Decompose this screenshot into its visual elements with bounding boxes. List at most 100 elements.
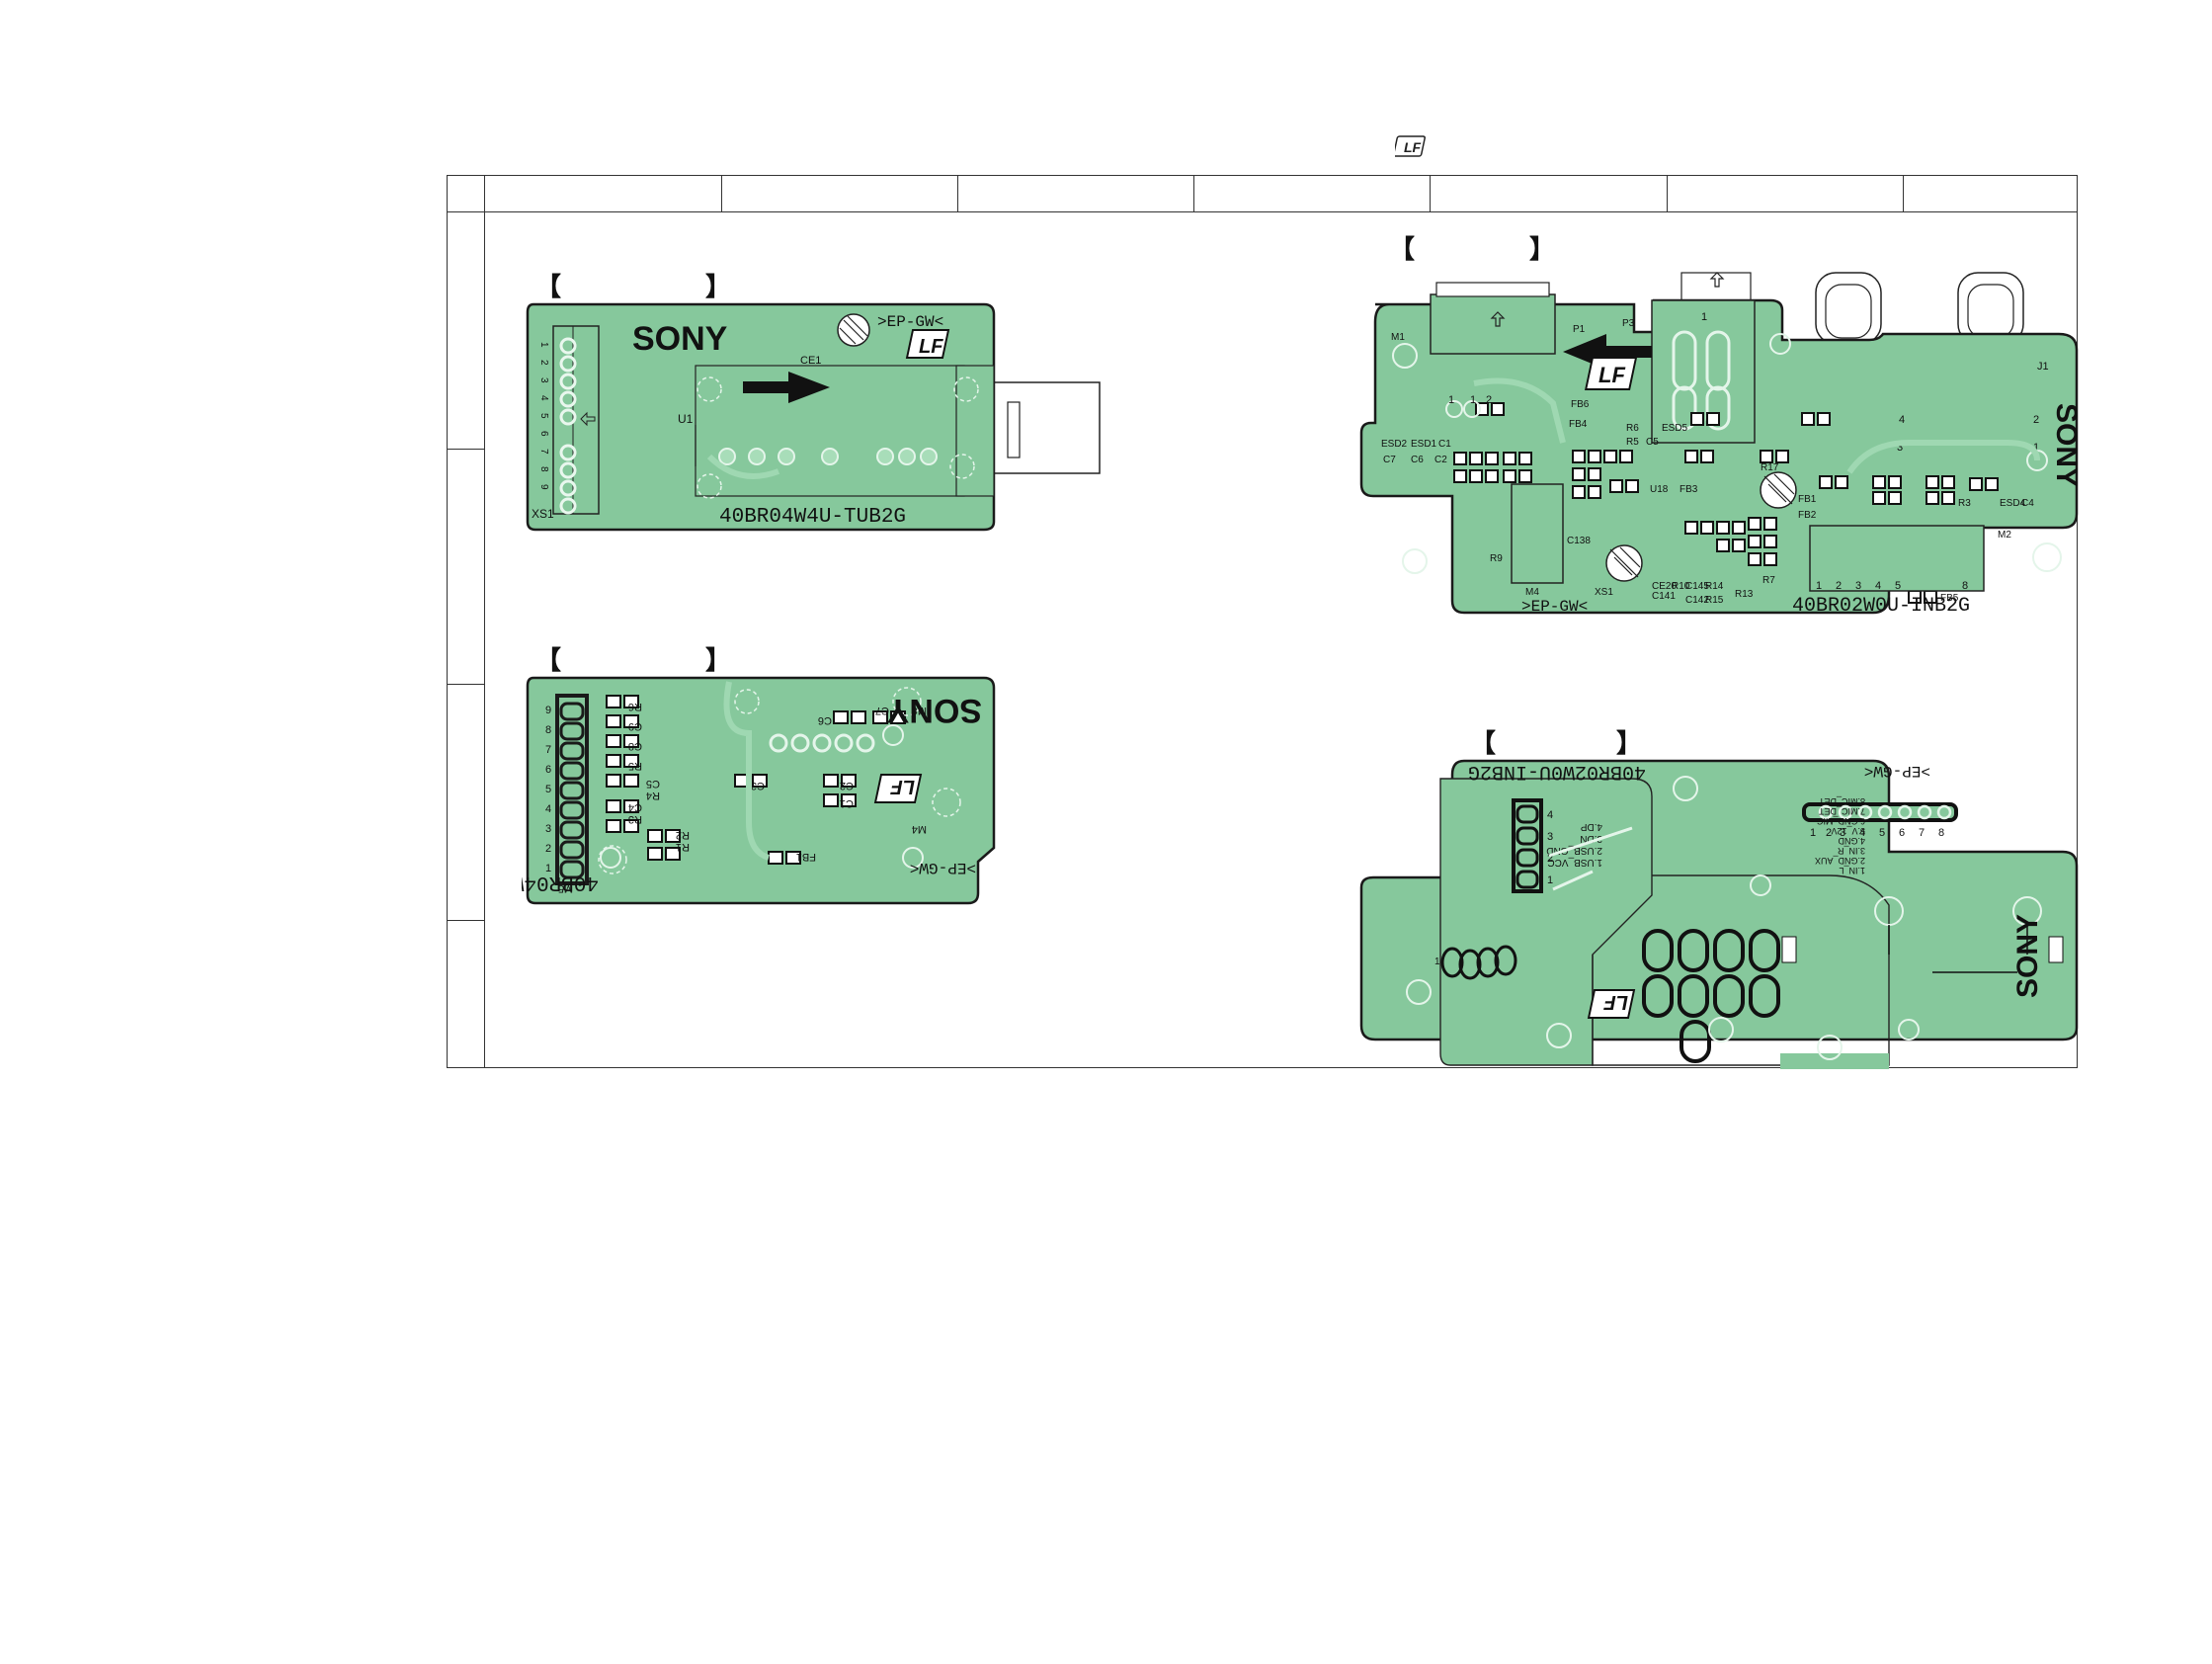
svg-text:R3: R3	[1958, 498, 1971, 509]
svg-text:C8: C8	[628, 740, 642, 752]
svg-text:1: 1	[1810, 827, 1816, 839]
svg-text:CE20: CE20	[1652, 581, 1677, 592]
column-divider	[1667, 176, 1668, 211]
part-number: 40BR04W4U-TUB2G	[719, 506, 906, 529]
svg-text:2: 2	[538, 360, 549, 366]
pcb-outline	[526, 302, 996, 532]
svg-text:R9: R9	[1490, 553, 1503, 564]
svg-text:3: 3	[1547, 831, 1553, 843]
pcb-board-inb-top: LF SONY 4 3 2 1 J1	[1359, 272, 2083, 618]
sony-logo-text: SONY	[886, 692, 982, 729]
svg-text:M4: M4	[1525, 587, 1539, 598]
svg-text:1: 1	[545, 863, 551, 874]
svg-text:FB3: FB3	[1679, 484, 1698, 495]
row-divider	[448, 449, 484, 450]
svg-text:4: 4	[1547, 809, 1553, 821]
board-title-bracket-right: 】	[705, 273, 732, 302]
svg-text:ESD1: ESD1	[1411, 439, 1437, 450]
svg-text:7: 7	[545, 744, 551, 756]
svg-text:ESD4: ESD4	[2000, 498, 2026, 509]
ep-gw-code: >EP-GW<	[877, 313, 943, 331]
svg-text:LF: LF	[1598, 363, 1625, 387]
svg-text:FB4: FB4	[1569, 419, 1588, 430]
insert-arrow-icon	[743, 372, 830, 403]
svg-text:1: 1	[1547, 874, 1553, 886]
svg-text:FB1: FB1	[796, 851, 816, 863]
svg-text:M5: M5	[558, 882, 573, 894]
part-number: 40BR04W4U-TUB2G	[522, 871, 599, 893]
u1-label: U1	[678, 412, 694, 426]
svg-text:2: 2	[1826, 827, 1832, 839]
svg-text:9: 9	[545, 705, 551, 716]
board-title-bracket-left: 【	[535, 646, 562, 676]
column-divider	[1430, 176, 1431, 211]
svg-text:5.V_12V: 5.V_12V	[1831, 826, 1865, 836]
trimmer-icon	[1605, 544, 1643, 582]
svg-text:C145: C145	[1685, 581, 1709, 592]
svg-text:FB5: FB5	[1940, 593, 1959, 604]
lf-mark-icon: LF	[1584, 357, 1638, 390]
svg-text:R5: R5	[1626, 437, 1639, 448]
svg-text:R2: R2	[676, 829, 690, 841]
column-divider	[957, 176, 958, 211]
svg-text:R6: R6	[628, 701, 642, 712]
svg-text:3: 3	[538, 377, 549, 383]
svg-text:P3: P3	[1622, 318, 1635, 329]
svg-text:J1: J1	[2037, 361, 2049, 373]
svg-text:FB1: FB1	[1798, 494, 1817, 505]
svg-text:ESD2: ESD2	[1381, 439, 1408, 450]
sony-logo-text: SONY	[2011, 914, 2044, 998]
svg-text:2: 2	[545, 843, 551, 855]
column-divider	[1903, 176, 1904, 211]
svg-text:4.DP: 4.DP	[1580, 821, 1602, 832]
svg-text:3.DN: 3.DN	[1580, 833, 1602, 844]
ce1-label: CE1	[800, 355, 821, 367]
svg-text:C2: C2	[840, 780, 854, 791]
svg-text:XS1: XS1	[1595, 587, 1613, 598]
lf-mark-icon: LF	[873, 774, 923, 803]
svg-text:LF: LF	[919, 336, 943, 358]
svg-text:C7: C7	[1383, 455, 1396, 465]
sony-logo-text: SONY	[632, 320, 728, 358]
rca-jack-icon	[1815, 272, 1882, 345]
svg-text:6.GND_MIC: 6.GND_MIC	[1816, 816, 1865, 826]
lf-logo-text: LF	[1404, 139, 1422, 155]
row-label-column-line	[484, 176, 485, 1067]
svg-text:ESD5: ESD5	[1662, 423, 1688, 434]
svg-text:C7: C7	[875, 705, 889, 716]
svg-text:C4: C4	[628, 801, 642, 813]
svg-text:2.USB_GND: 2.USB_GND	[1546, 845, 1602, 856]
board-title-bracket-right: 】	[705, 646, 732, 676]
svg-text:U18: U18	[1650, 484, 1669, 495]
svg-text:7.MIC_DET: 7.MIC_DET	[1818, 806, 1865, 816]
svg-text:C2: C2	[1434, 455, 1447, 465]
svg-text:1: 1	[1470, 394, 1476, 406]
svg-text:C5: C5	[1646, 437, 1659, 448]
svg-text:8: 8	[1938, 827, 1944, 839]
svg-text:C6: C6	[1411, 455, 1424, 465]
svg-text:C141: C141	[1652, 591, 1676, 602]
svg-text:1.IN_L: 1.IN_L	[1839, 866, 1865, 875]
svg-text:6: 6	[545, 764, 551, 776]
svg-text:5: 5	[1895, 580, 1901, 592]
connector-xs1	[1511, 483, 1564, 584]
svg-text:1: 1	[538, 342, 549, 348]
svg-text:R14: R14	[1705, 581, 1724, 592]
lf-mark-icon: LF	[1587, 989, 1636, 1019]
svg-text:LF: LF	[890, 776, 915, 797]
connector-bottom	[1809, 525, 1985, 592]
usb-connector-outline	[985, 381, 1101, 474]
svg-text:8: 8	[538, 466, 549, 472]
svg-text:C9: C9	[628, 720, 642, 732]
svg-text:3: 3	[1855, 580, 1861, 592]
svg-text:2: 2	[1836, 580, 1842, 592]
svg-text:1: 1	[1701, 311, 1707, 323]
svg-text:3: 3	[1897, 442, 1903, 454]
row-divider	[448, 920, 484, 921]
svg-text:8.MIC_DET: 8.MIC_DET	[1818, 796, 1865, 806]
svg-text:4: 4	[538, 395, 549, 401]
jack-pad-grid	[1642, 929, 1780, 1063]
svg-text:M1: M1	[1391, 332, 1405, 343]
svg-text:P1: P1	[1573, 324, 1586, 335]
